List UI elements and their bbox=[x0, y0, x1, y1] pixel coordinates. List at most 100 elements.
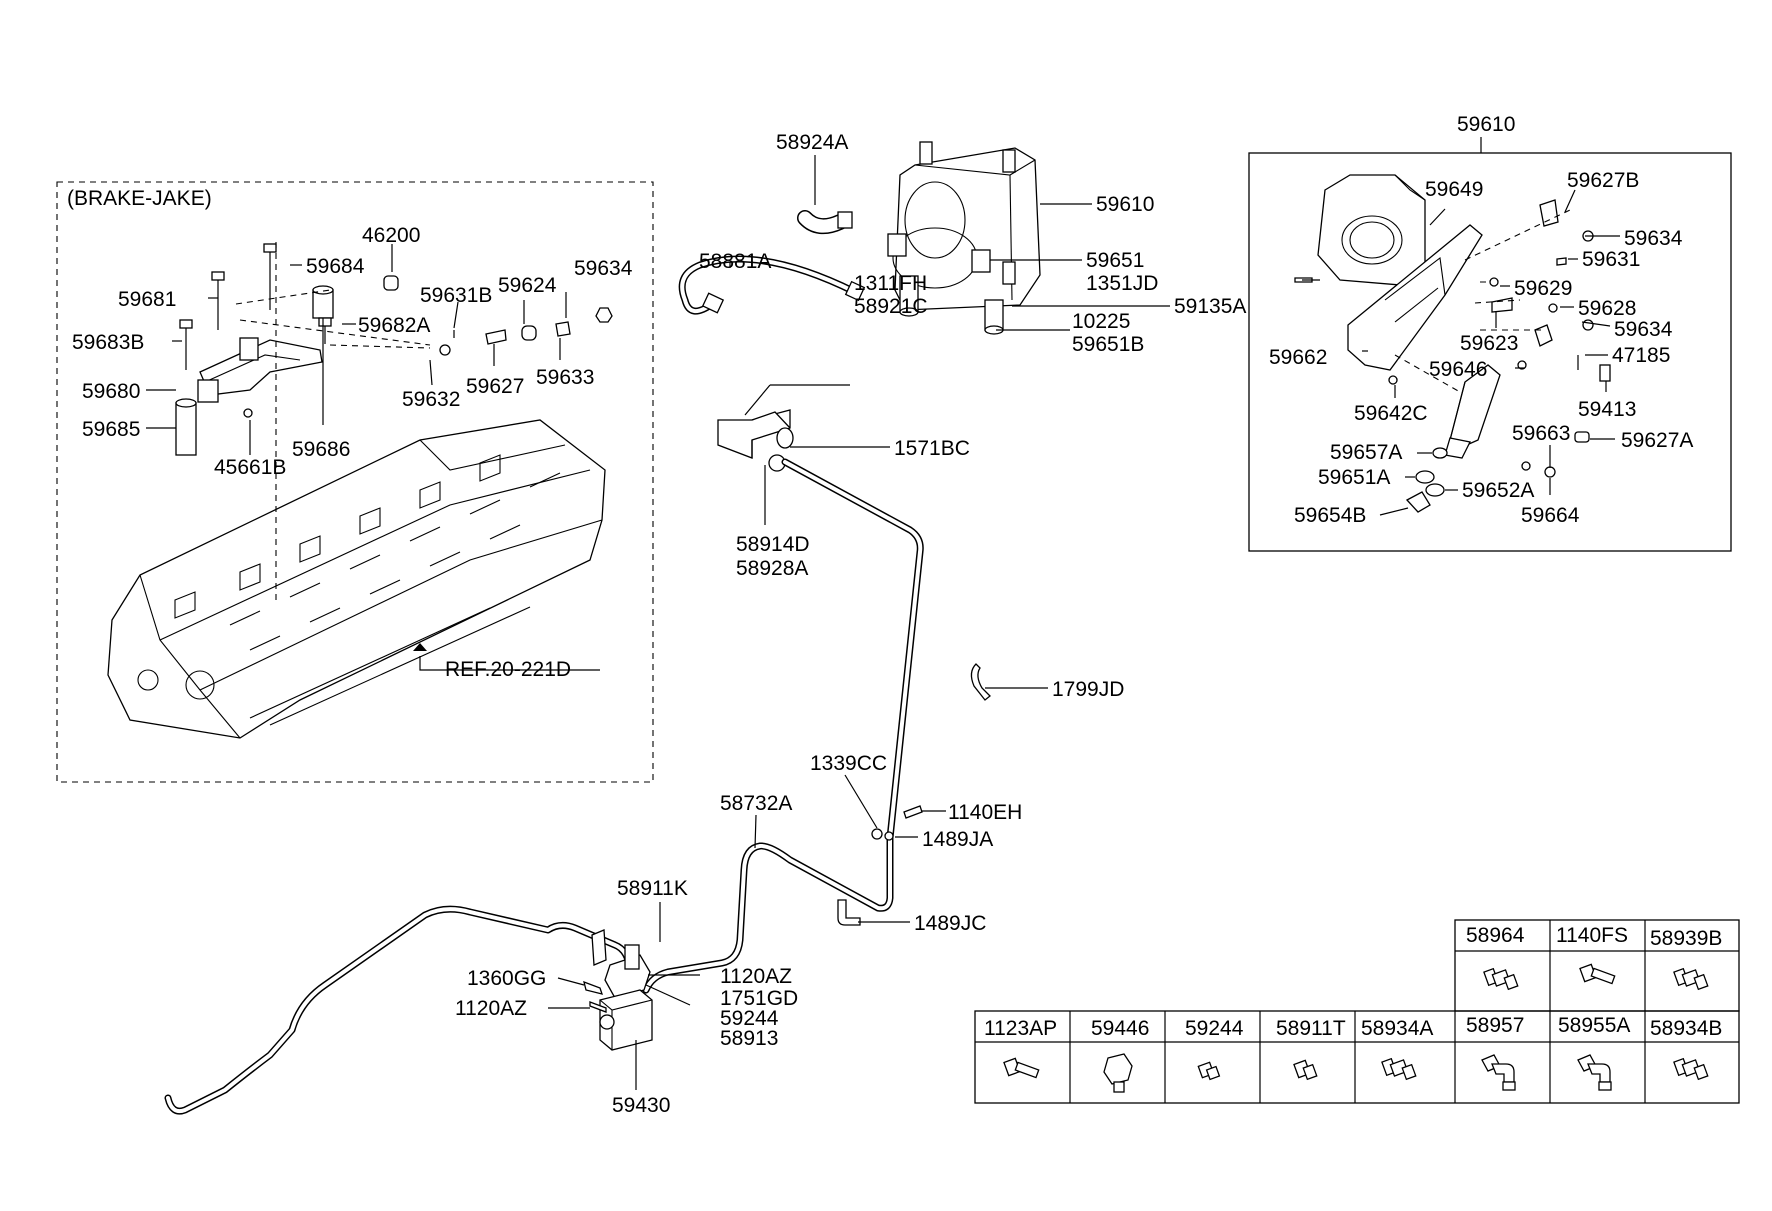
label-59651a: 59651A bbox=[1318, 466, 1390, 489]
label-1360gg: 1360GG bbox=[467, 967, 546, 990]
detail-title: 59610 bbox=[1457, 113, 1515, 136]
table-header-1123ap: 1123AP bbox=[984, 1017, 1057, 1040]
label-59632: 59632 bbox=[402, 388, 460, 411]
table-header-59244: 59244 bbox=[1185, 1017, 1244, 1040]
fitting-1123ap-icon bbox=[1003, 1057, 1040, 1079]
brake-jake-leaders bbox=[146, 244, 567, 455]
label-1120az-left: 1120AZ bbox=[455, 997, 527, 1020]
table-header-58957: 58957 bbox=[1466, 1014, 1524, 1037]
brake-jake-title: (BRAKE-JAKE) bbox=[67, 187, 212, 210]
rocker-sleeve bbox=[175, 402, 197, 456]
label-59624: 59624 bbox=[498, 274, 557, 297]
label-1339cc: 1339CC bbox=[810, 752, 887, 775]
label-59627a: 59627A bbox=[1621, 429, 1693, 452]
label-59646: 59646 bbox=[1429, 358, 1487, 381]
label-59662: 59662 bbox=[1269, 346, 1327, 369]
label-59627: 59627 bbox=[466, 375, 524, 398]
label-59680: 59680 bbox=[82, 380, 140, 403]
label-46200: 46200 bbox=[362, 224, 420, 247]
label-59623: 59623 bbox=[1460, 332, 1518, 355]
cap-46200 bbox=[383, 275, 399, 291]
label-59430: 59430 bbox=[612, 1094, 670, 1117]
label-58924a: 58924A bbox=[776, 131, 848, 154]
label-1799jd: 1799JD bbox=[1052, 678, 1124, 701]
fitting-58964-icon bbox=[1483, 967, 1519, 991]
label-1751gd: 1751GD bbox=[720, 987, 798, 1010]
ref-leader bbox=[419, 656, 600, 671]
table-header-58955a: 58955A bbox=[1558, 1014, 1630, 1037]
fitting-1140fs-icon bbox=[1579, 963, 1616, 985]
table-header-59446: 59446 bbox=[1091, 1017, 1149, 1040]
label-1351jd: 1351JD bbox=[1086, 272, 1158, 295]
label-59683b: 59683B bbox=[72, 331, 144, 354]
label-1120az-right: 1120AZ bbox=[720, 965, 792, 988]
label-59610: 59610 bbox=[1096, 193, 1154, 216]
brake-jake-dashed-frame bbox=[56, 181, 654, 783]
label-59634: 59634 bbox=[574, 257, 633, 280]
label-59684: 59684 bbox=[306, 255, 365, 278]
label-59135a: 59135A bbox=[1174, 295, 1246, 318]
table-header-58964: 58964 bbox=[1466, 924, 1525, 947]
label-59631b: 59631B bbox=[420, 284, 492, 307]
label-59649: 59649 bbox=[1425, 178, 1483, 201]
label-58911k: 58911K bbox=[617, 877, 688, 900]
fittings-table: 58964 1140FS 58939B 1123AP 59446 59244 5… bbox=[974, 919, 1740, 1104]
label-59634-a: 59634 bbox=[1624, 227, 1683, 250]
table-header-58934b: 58934B bbox=[1650, 1017, 1722, 1040]
fitting-59244-icon bbox=[1197, 1061, 1221, 1081]
label-59631: 59631 bbox=[1582, 248, 1640, 271]
table-header-58934a: 58934A bbox=[1361, 1017, 1433, 1040]
table-header-1140fs: 1140FS bbox=[1556, 924, 1628, 947]
label-1311fh: 1311FH bbox=[854, 272, 927, 295]
fitting-58955a-icon bbox=[1577, 1054, 1612, 1091]
fitting-58957-icon bbox=[1481, 1054, 1516, 1091]
label-59634-b: 59634 bbox=[1614, 318, 1673, 341]
label-59657a: 59657A bbox=[1330, 441, 1402, 464]
fitting-58939b-icon bbox=[1673, 967, 1709, 991]
label-59413: 59413 bbox=[1578, 398, 1636, 421]
clamp-1489jc bbox=[837, 899, 861, 926]
label-59651b: 59651B bbox=[1072, 333, 1144, 356]
table-header-58911t: 58911T bbox=[1276, 1017, 1346, 1040]
label-58913: 58913 bbox=[720, 1027, 778, 1050]
mounting-plate bbox=[1347, 224, 1483, 371]
label-59244: 59244 bbox=[720, 1007, 779, 1030]
label-1489jc: 1489JC bbox=[914, 912, 986, 935]
label-47185: 47185 bbox=[1612, 344, 1670, 367]
label-1571bc: 1571BC bbox=[894, 437, 970, 460]
label-10225: 10225 bbox=[1072, 310, 1130, 333]
brake-jake-region: (BRAKE-JAKE) REF.20-221D bbox=[56, 181, 654, 783]
label-59629: 59629 bbox=[1514, 277, 1572, 300]
label-59654b: 59654B bbox=[1294, 504, 1366, 527]
label-59627b: 59627B bbox=[1567, 169, 1639, 192]
detail-leaders bbox=[1362, 189, 1620, 516]
label-58921c: 58921C bbox=[854, 295, 928, 318]
label-58732a: 58732A bbox=[720, 792, 792, 815]
label-59685: 59685 bbox=[82, 418, 140, 441]
label-59682a: 59682A bbox=[358, 314, 430, 337]
ref-label: REF.20-221D bbox=[445, 658, 571, 681]
solenoid-valve-59430 bbox=[591, 929, 653, 1051]
label-58881a: 58881A bbox=[699, 250, 771, 273]
main-assembly: 59610 59651 1351JD 59135A 10225 59651B 5… bbox=[164, 131, 1246, 1117]
label-59651: 59651 bbox=[1086, 249, 1144, 272]
valve-body bbox=[1317, 174, 1426, 286]
label-45661b: 45661B bbox=[214, 456, 286, 479]
fitting-59446-icon bbox=[1103, 1053, 1133, 1093]
clip-1799jd bbox=[970, 663, 991, 701]
fitting-58911t-icon bbox=[1293, 1059, 1318, 1081]
fitting-58934a-icon bbox=[1381, 1057, 1417, 1081]
label-58914d: 58914D bbox=[736, 533, 810, 556]
rocker-assembly bbox=[175, 242, 431, 600]
ref-arrow-icon bbox=[413, 643, 427, 651]
label-59642c: 59642C bbox=[1354, 402, 1428, 425]
label-58928a: 58928A bbox=[736, 557, 808, 580]
label-59664: 59664 bbox=[1521, 504, 1580, 527]
label-59652a: 59652A bbox=[1462, 479, 1534, 502]
label-1489ja: 1489JA bbox=[922, 828, 993, 851]
label-59628: 59628 bbox=[1578, 297, 1636, 320]
label-59681: 59681 bbox=[118, 288, 176, 311]
label-59633: 59633 bbox=[536, 366, 594, 389]
table-header-58939b: 58939B bbox=[1650, 927, 1722, 950]
